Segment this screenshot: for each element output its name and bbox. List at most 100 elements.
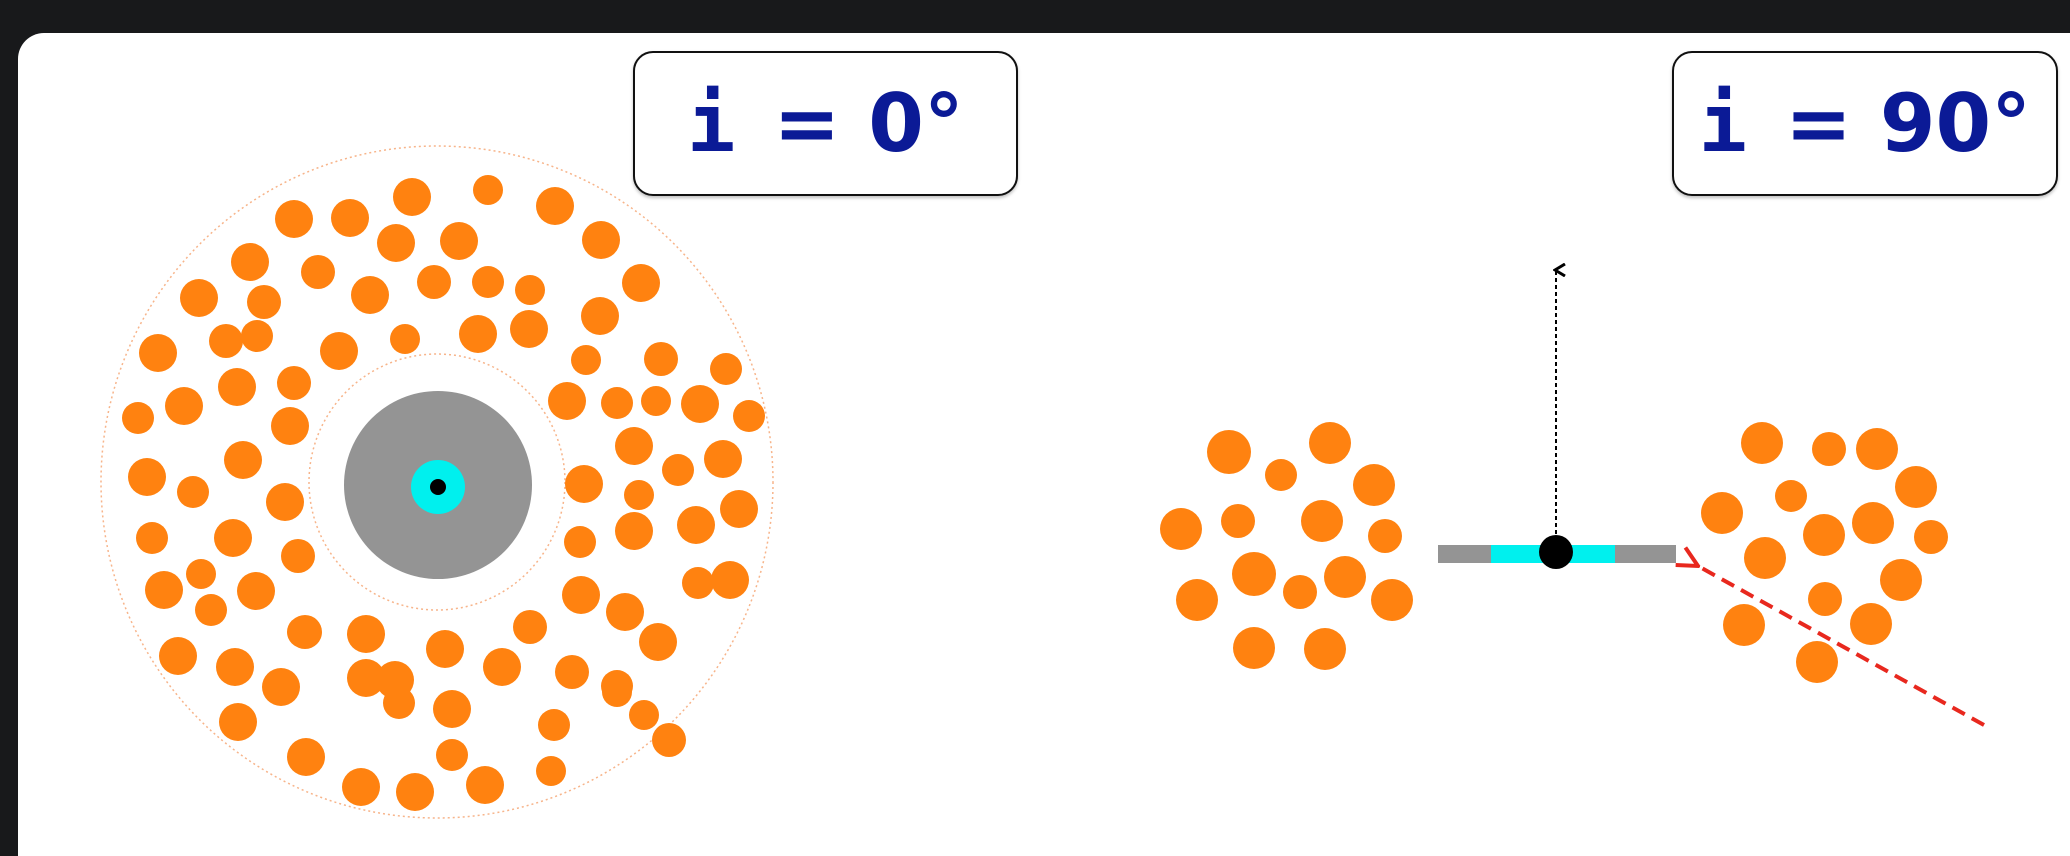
- dust-cloud: [383, 687, 415, 719]
- dust-cloud: [510, 310, 548, 348]
- dust-cloud: [565, 465, 603, 503]
- dust-cloud: [281, 539, 315, 573]
- dust-cloud: [1803, 514, 1845, 556]
- dust-cloud: [1880, 559, 1922, 601]
- dust-cloud: [472, 266, 504, 298]
- dust-cloud: [682, 567, 714, 599]
- dust-cloud: [1283, 575, 1317, 609]
- dust-cloud: [1207, 430, 1251, 474]
- dust-cloud: [393, 178, 431, 216]
- dust-cloud: [1265, 459, 1297, 491]
- dust-cloud: [1914, 520, 1948, 554]
- dust-cloud: [1852, 502, 1894, 544]
- dust-cloud: [209, 324, 243, 358]
- dust-cloud: [287, 738, 325, 776]
- dust-cloud: [218, 368, 256, 406]
- dust-cloud: [555, 655, 589, 689]
- dust-cloud: [1701, 492, 1743, 534]
- dust-cloud: [639, 623, 677, 661]
- dust-cloud: [711, 561, 749, 599]
- dust-cloud: [128, 458, 166, 496]
- dust-cloud: [145, 571, 183, 609]
- dust-cloud: [377, 224, 415, 262]
- dust-cloud: [219, 703, 257, 741]
- dust-cloud: [287, 616, 319, 648]
- dust-cloud: [426, 630, 464, 668]
- dust-cloud: [1353, 464, 1395, 506]
- dust-cloud: [677, 506, 715, 544]
- dust-cloud: [615, 427, 653, 465]
- dust-cloud: [601, 387, 633, 419]
- dust-cloud: [515, 275, 545, 305]
- dust-cloud: [186, 559, 216, 589]
- dust-cloud: [417, 265, 451, 299]
- dust-cloud: [271, 407, 309, 445]
- dust-cloud: [733, 400, 765, 432]
- dust-cloud: [644, 342, 678, 376]
- edge-on-view: [1160, 270, 1984, 725]
- dust-cloud: [681, 385, 719, 423]
- dust-cloud: [262, 668, 300, 706]
- dust-cloud: [1723, 604, 1765, 646]
- dust-clouds-left: [1160, 422, 1413, 670]
- dust-cloud: [548, 382, 586, 420]
- dust-cloud: [513, 610, 547, 644]
- dust-cloud: [582, 221, 620, 259]
- dust-cloud: [440, 222, 478, 260]
- dust-cloud: [241, 320, 273, 352]
- dust-cloud: [1808, 582, 1842, 616]
- dust-cloud: [1856, 428, 1898, 470]
- dust-cloud: [275, 200, 313, 238]
- dust-cloud: [351, 276, 389, 314]
- dust-cloud: [231, 243, 269, 281]
- dust-cloud: [136, 522, 168, 554]
- dust-cloud: [1796, 641, 1838, 683]
- dust-cloud: [436, 739, 468, 771]
- central-black-hole: [1539, 535, 1573, 569]
- dust-cloud: [483, 648, 521, 686]
- dust-cloud: [390, 324, 420, 354]
- dust-cloud: [652, 723, 686, 757]
- dust-cloud: [1775, 480, 1807, 512]
- dust-cloud: [224, 441, 262, 479]
- dust-cloud: [1850, 603, 1892, 645]
- dust-cloud: [536, 187, 574, 225]
- dust-cloud: [396, 773, 434, 811]
- dust-cloud: [641, 386, 671, 416]
- dust-cloud: [710, 353, 742, 385]
- dust-cloud: [564, 526, 596, 558]
- dust-cloud: [1741, 422, 1783, 464]
- dust-clouds-right: [1701, 422, 1948, 683]
- dust-cloud: [1371, 579, 1413, 621]
- central-black-hole: [430, 479, 446, 495]
- dust-cloud: [538, 709, 570, 741]
- dust-cloud: [606, 593, 644, 631]
- dust-cloud: [581, 297, 619, 335]
- dust-cloud: [1160, 508, 1202, 550]
- dust-cloud: [301, 255, 335, 289]
- dust-cloud: [433, 690, 471, 728]
- dust-cloud: [331, 199, 369, 237]
- dust-cloud: [237, 572, 275, 610]
- dust-cloud: [180, 279, 218, 317]
- dust-cloud: [602, 677, 632, 707]
- dust-cloud: [571, 345, 601, 375]
- dust-cloud: [562, 576, 600, 614]
- dust-cloud: [320, 332, 358, 370]
- dust-cloud: [624, 480, 654, 510]
- dust-cloud: [266, 483, 304, 521]
- dust-cloud: [704, 440, 742, 478]
- dust-cloud: [1176, 579, 1218, 621]
- dust-cloud: [1324, 556, 1366, 598]
- dust-cloud: [662, 454, 694, 486]
- dust-cloud: [1301, 500, 1343, 542]
- dust-cloud: [1309, 422, 1351, 464]
- face-on-view: [101, 146, 773, 818]
- dust-cloud: [459, 315, 497, 353]
- dust-cloud: [466, 766, 504, 804]
- dust-cloud: [720, 490, 758, 528]
- dust-cloud: [177, 476, 209, 508]
- dust-cloud: [622, 264, 660, 302]
- dust-cloud: [277, 366, 311, 400]
